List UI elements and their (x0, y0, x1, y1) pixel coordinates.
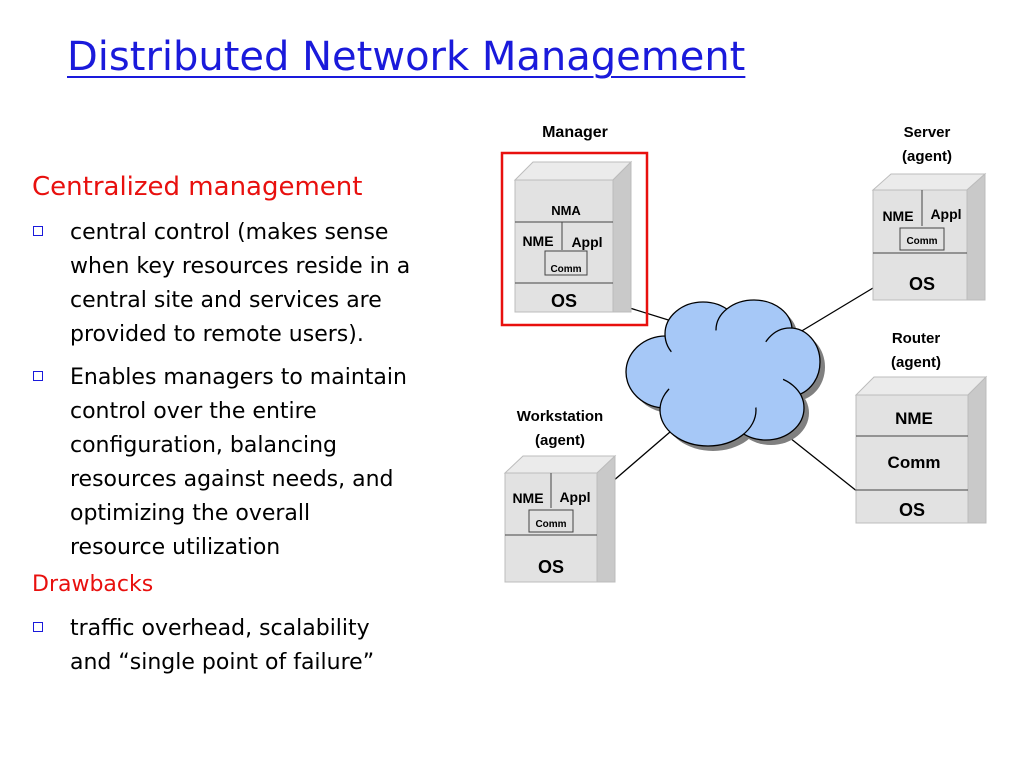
workstation-nme-label: NME (512, 490, 543, 506)
server-appl-label: Appl (930, 206, 961, 222)
router-comm-label: Comm (888, 453, 941, 472)
router-nme-label: NME (895, 409, 933, 428)
network-cloud (625, 299, 825, 451)
bullet-line: resources against needs, and (70, 467, 394, 492)
manager-machine: NMA NME Appl Comm OS (513, 160, 633, 313)
bullet-box-icon (33, 226, 43, 236)
manager-nme-label: NME (522, 233, 553, 249)
bullet-line: when key resources reside in a (70, 254, 411, 279)
manager-os-label: OS (551, 291, 577, 311)
workstation-appl-label: Appl (559, 489, 590, 505)
server-nme-label: NME (882, 208, 913, 224)
router-os-label: OS (899, 500, 925, 520)
cloud-core (664, 330, 784, 414)
centralized-heading: Centralized management (32, 172, 363, 202)
workstation-os-label: OS (538, 557, 564, 577)
line-workstation-cloud (604, 431, 671, 489)
bullet-line: Enables managers to maintain (70, 365, 407, 390)
workstation-label: Workstation (517, 408, 603, 425)
router-label: Router (892, 330, 940, 347)
line-router-cloud (789, 437, 859, 493)
manager-nma-label: NMA (551, 203, 581, 218)
server-machine: NME Appl Comm OS (871, 172, 987, 301)
server-agent-label: (agent) (902, 148, 952, 165)
bullet-box-icon (33, 622, 43, 632)
bullet-line: control over the entire (70, 399, 317, 424)
router-machine: NME Comm OS (854, 375, 988, 524)
manager-comm-label: Comm (550, 264, 581, 275)
line-server-cloud (794, 284, 879, 336)
server-label: Server (904, 124, 951, 141)
server-os-label: OS (909, 274, 935, 294)
bullet-line: central site and services are (70, 288, 382, 313)
router-agent-label: (agent) (891, 354, 941, 371)
workstation-comm-label: Comm (535, 519, 566, 530)
bullet-line: provided to remote users). (70, 322, 364, 347)
page-title: Distributed Network Management (67, 34, 746, 80)
workstation-machine: NME Appl Comm OS (503, 454, 617, 583)
drawbacks-heading: Drawbacks (32, 572, 154, 597)
manager-label: Manager (542, 124, 608, 141)
bullet-line: resource utilization (70, 535, 281, 560)
workstation-agent-label: (agent) (535, 432, 585, 449)
bullet-box-icon (33, 371, 43, 381)
manager-appl-label: Appl (571, 234, 602, 250)
bullet-line: configuration, balancing (70, 433, 338, 458)
manager-highlight-frame (500, 151, 649, 327)
bullet-line: optimizing the overall (70, 501, 311, 526)
bullet-line: and “single point of failure” (70, 650, 375, 675)
bullet-line: traffic overhead, scalability (70, 616, 370, 641)
bullet-line: central control (makes sense (70, 220, 389, 245)
server-comm-label: Comm (906, 236, 937, 247)
